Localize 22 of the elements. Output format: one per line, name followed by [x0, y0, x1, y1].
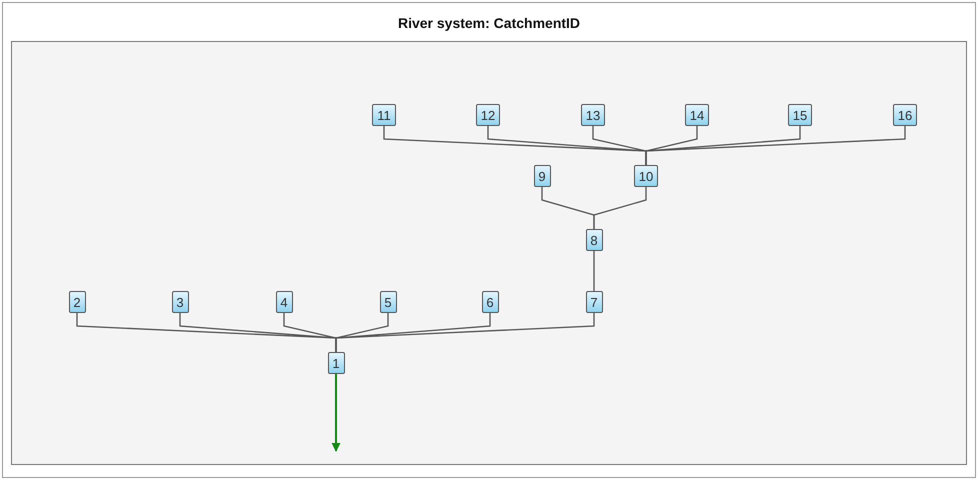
catchment-node: 6 — [482, 291, 498, 313]
catchment-node: 3 — [172, 291, 188, 313]
catchment-node: 1 — [328, 352, 344, 374]
outlet-arrow — [332, 374, 340, 452]
catchment-node: 2 — [68, 291, 86, 313]
catchment-node: 12 — [476, 104, 500, 126]
stream-line — [645, 126, 906, 165]
catchment-node: 7 — [586, 291, 602, 313]
catchment-node: 13 — [581, 104, 605, 126]
catchment-node: 10 — [634, 165, 658, 187]
catchment-node: 8 — [586, 229, 602, 251]
chart-title: River system: CatchmentID — [396, 15, 582, 31]
catchment-node: 5 — [380, 291, 396, 313]
stream-line — [593, 251, 595, 291]
catchment-node: 11 — [372, 104, 396, 126]
catchment-node: 9 — [534, 165, 550, 187]
catchment-node: 4 — [276, 291, 292, 313]
stream-line — [593, 187, 647, 229]
stream-line — [335, 313, 595, 352]
catchment-node: 16 — [893, 104, 917, 126]
catchment-node: 15 — [788, 104, 812, 126]
catchment-node: 14 — [685, 104, 709, 126]
